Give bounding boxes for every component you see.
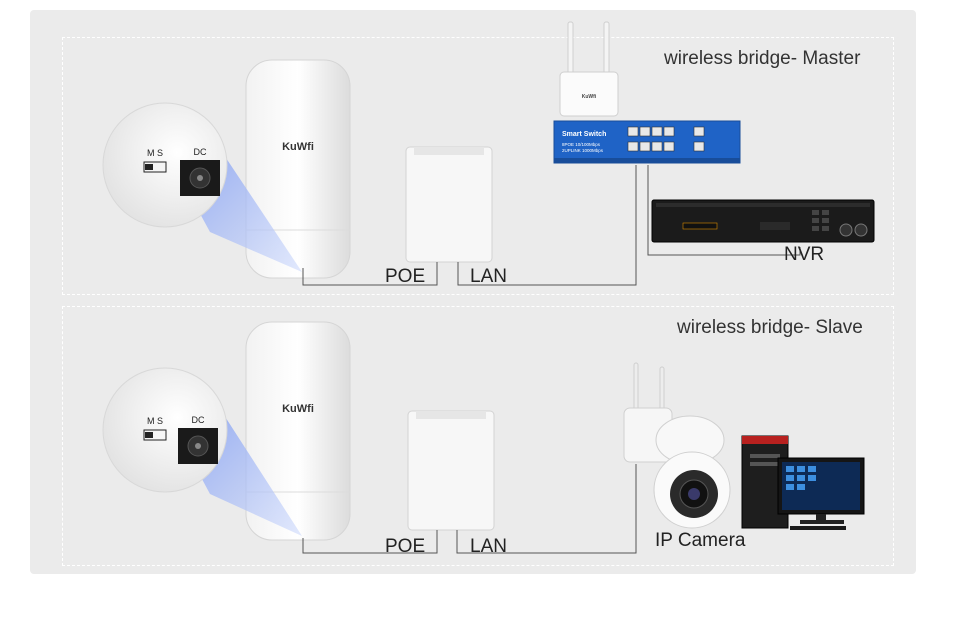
nvr-label: NVR [784, 244, 825, 265]
slave-cpe-device: KuWfi [245, 321, 351, 541]
master-poe-label: POE [385, 266, 426, 287]
slave-mode-label: M S [147, 416, 163, 426]
switch-ports [627, 126, 705, 152]
master-zoom-callout: M S DC [102, 102, 302, 272]
master-nvr [651, 199, 875, 243]
slave-cpe-brand: KuWfi [282, 403, 314, 415]
master-router-brand: KuWfi [582, 94, 597, 100]
slave-lan-label: LAN [470, 536, 507, 557]
slave-zoom-callout: M S DC [102, 367, 302, 536]
slave-poe-label: POE [385, 536, 426, 557]
switch-title: Smart Switch [562, 131, 606, 138]
slave-mode-switch [143, 429, 167, 441]
ip-camera-label: IP Camera [655, 530, 746, 551]
switch-line1: 8POE 10/100Mbps [562, 142, 601, 147]
master-cpe-brand: KuWfi [282, 141, 314, 153]
slave-desktop-pc [741, 435, 865, 530]
master-mode-label: M S [147, 148, 163, 158]
switch-line2: 2UPLINK 1000Mbps [562, 148, 604, 153]
master-wires [302, 165, 801, 286]
master-cpe-device: KuWfi [245, 59, 351, 279]
slave-ip-camera [623, 362, 731, 529]
master-lan-label: LAN [470, 266, 507, 287]
master-section-title: wireless bridge- Master [664, 48, 861, 69]
master-poe-switch: Smart Switch 8POE 10/100Mbps 2UPLINK 100… [553, 120, 741, 164]
slave-section-title: wireless bridge- Slave [677, 317, 863, 338]
slave-wires [302, 464, 637, 554]
master-section-frame [62, 37, 894, 295]
master-dc-label: DC [194, 147, 207, 157]
slave-section-frame [62, 306, 894, 566]
master-router: KuWfi [559, 21, 619, 117]
master-mode-switch [143, 161, 167, 173]
slave-poe-injector [407, 410, 495, 531]
master-poe-injector [405, 146, 493, 263]
slave-dc-label: DC [192, 415, 205, 425]
